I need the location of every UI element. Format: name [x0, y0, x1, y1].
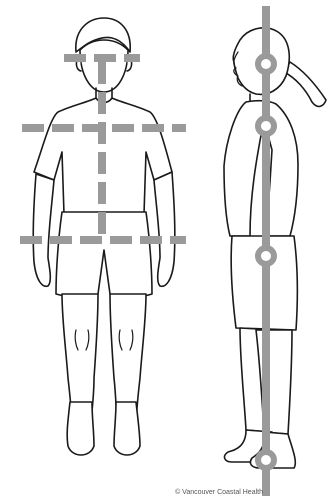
- ear-marker: [258, 56, 274, 72]
- side-view-figure: [224, 28, 326, 468]
- copyright-credit: © Vancouver Coastal Health: [175, 489, 263, 496]
- hip-marker: [258, 248, 274, 264]
- ankle-marker: [258, 452, 274, 468]
- shoulder-marker: [258, 118, 274, 134]
